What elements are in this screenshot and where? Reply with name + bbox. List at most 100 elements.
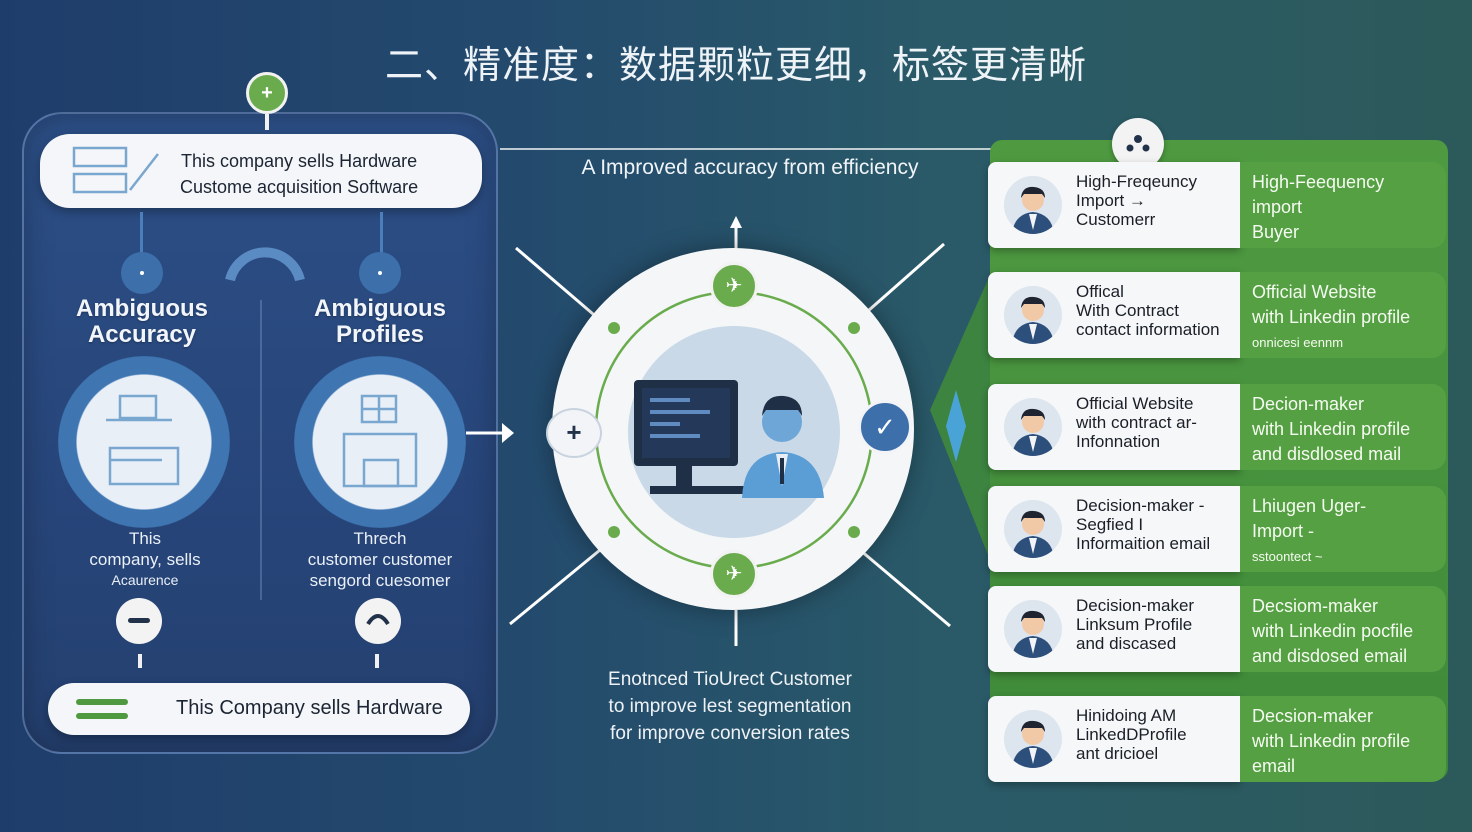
column-divider bbox=[260, 300, 262, 600]
check-button[interactable]: ✓ bbox=[858, 400, 912, 454]
avatar bbox=[1004, 176, 1062, 234]
profile-tag-line: Decion-maker bbox=[1252, 394, 1365, 414]
page-title: 二、精准度：数据颗粒更细，标签更清晰 bbox=[384, 43, 1087, 87]
profile-card-line: Decision-maker bbox=[1076, 596, 1195, 615]
check-icon: ✓ bbox=[874, 412, 896, 442]
center-note: Enotnced TioUrect Customer to improve le… bbox=[608, 669, 852, 744]
accuracy-ring bbox=[58, 356, 230, 528]
profile-card-line: Informaition email bbox=[1076, 534, 1211, 553]
profile-tag-line: and disdlosed mail bbox=[1252, 444, 1402, 464]
tool-icon: ✈ bbox=[725, 563, 743, 585]
bottom-pill-text: This Company sells Hardware bbox=[176, 697, 443, 719]
minus-button[interactable] bbox=[116, 598, 162, 644]
minus-icon bbox=[128, 618, 150, 623]
plane-icon: ✈ bbox=[725, 275, 743, 297]
profile-card-line: Linksum Profile bbox=[1076, 615, 1193, 634]
profile-tag-line: Lhiugen Uger- bbox=[1252, 496, 1367, 516]
badge-stem bbox=[265, 114, 269, 130]
avatar bbox=[1004, 286, 1062, 344]
node-dot bbox=[121, 252, 163, 294]
profile-tag-line: Official Website bbox=[1252, 282, 1377, 302]
add-button[interactable]: + bbox=[546, 408, 602, 458]
profile-card-line: Infonnation bbox=[1076, 432, 1161, 451]
connector-line bbox=[140, 212, 143, 258]
avatar bbox=[1004, 710, 1062, 768]
profile-tag-line: import bbox=[1252, 197, 1303, 217]
arrow-right-icon bbox=[466, 423, 514, 443]
tool-icon-badge: ✈ bbox=[710, 550, 758, 598]
layout-icon bbox=[342, 394, 418, 488]
profile-tag-line: Buyer bbox=[1252, 222, 1300, 242]
form-icon bbox=[106, 394, 180, 486]
stem bbox=[375, 654, 379, 668]
top-pill-line-1: This company sells Hardware bbox=[181, 151, 418, 171]
document-icon bbox=[72, 146, 159, 194]
profile-tag-line: with Linkedin profile bbox=[1252, 307, 1411, 327]
computer-user-illustration bbox=[634, 380, 824, 498]
profile-tag-line: with Linkedin profile bbox=[1252, 731, 1411, 751]
profile-card-line: contact information bbox=[1076, 320, 1220, 339]
profile-tag-line: High-Feequency bbox=[1252, 172, 1385, 192]
profiles-caption: Threch customer customer sengord cuesome… bbox=[307, 529, 453, 590]
profile-card-line: Segfied I bbox=[1076, 515, 1144, 534]
ambiguous-profiles-heading: Ambiguous Profiles bbox=[314, 295, 446, 348]
ambiguous-accuracy-heading: Ambiguous Accuracy bbox=[76, 295, 208, 348]
profile-tag-line: email bbox=[1252, 756, 1296, 776]
profile-card-line: Import → bbox=[1076, 191, 1146, 210]
top-pill-line-2: Custome acquisition Software bbox=[180, 177, 419, 197]
plus-badge[interactable]: + bbox=[246, 72, 288, 114]
plus-icon: + bbox=[261, 82, 273, 104]
profile-tag-line: with Linkedin pocfile bbox=[1252, 621, 1414, 641]
avatar bbox=[1004, 500, 1062, 558]
network-button[interactable] bbox=[1112, 118, 1164, 170]
profile-tag-line: Decsion-maker bbox=[1252, 706, 1374, 726]
radial-lines bbox=[509, 216, 951, 646]
profile-tag-line: and disdosed email bbox=[1252, 646, 1408, 666]
link-button[interactable] bbox=[355, 598, 401, 644]
avatar bbox=[1004, 398, 1062, 456]
arc-decoration bbox=[225, 247, 305, 282]
profile-card-line: Decision-maker - bbox=[1076, 496, 1205, 515]
profile-card-line: High-Freqeuncy bbox=[1076, 172, 1197, 191]
profile-tag-line: with Linkedin profile bbox=[1252, 419, 1411, 439]
bottom-info-pill: This Company sells Hardware bbox=[48, 683, 470, 735]
profile-card-line: Customerr bbox=[1076, 210, 1156, 229]
link-icon bbox=[366, 614, 390, 626]
profile-tag: Decion-maker with Linkedin profile and dis… bbox=[1240, 384, 1446, 470]
top-info-pill: This company sells Hardware Custome acqu… bbox=[40, 134, 482, 208]
network-icon bbox=[1126, 135, 1150, 152]
profile-card-line: With Contract bbox=[1076, 301, 1179, 320]
stem bbox=[138, 654, 142, 668]
profile-card-line: LinkedDProfile bbox=[1076, 725, 1187, 744]
profile-card-line: with contract ar- bbox=[1076, 413, 1197, 432]
plus-icon: + bbox=[566, 417, 582, 447]
bar-icon bbox=[76, 699, 128, 705]
center-heading: A Improved accuracy from efficiency bbox=[581, 156, 919, 179]
profile-tag: Lhiugen Uger-Import -sstoontect ~ bbox=[1240, 486, 1446, 572]
node-dot bbox=[359, 252, 401, 294]
profiles-ring bbox=[294, 356, 466, 528]
accuracy-caption: This company, sells Acaurence bbox=[89, 529, 201, 588]
avatar bbox=[1004, 600, 1062, 658]
profile-card-line: and discased bbox=[1076, 634, 1177, 653]
profile-card-line: Offical bbox=[1076, 282, 1124, 301]
